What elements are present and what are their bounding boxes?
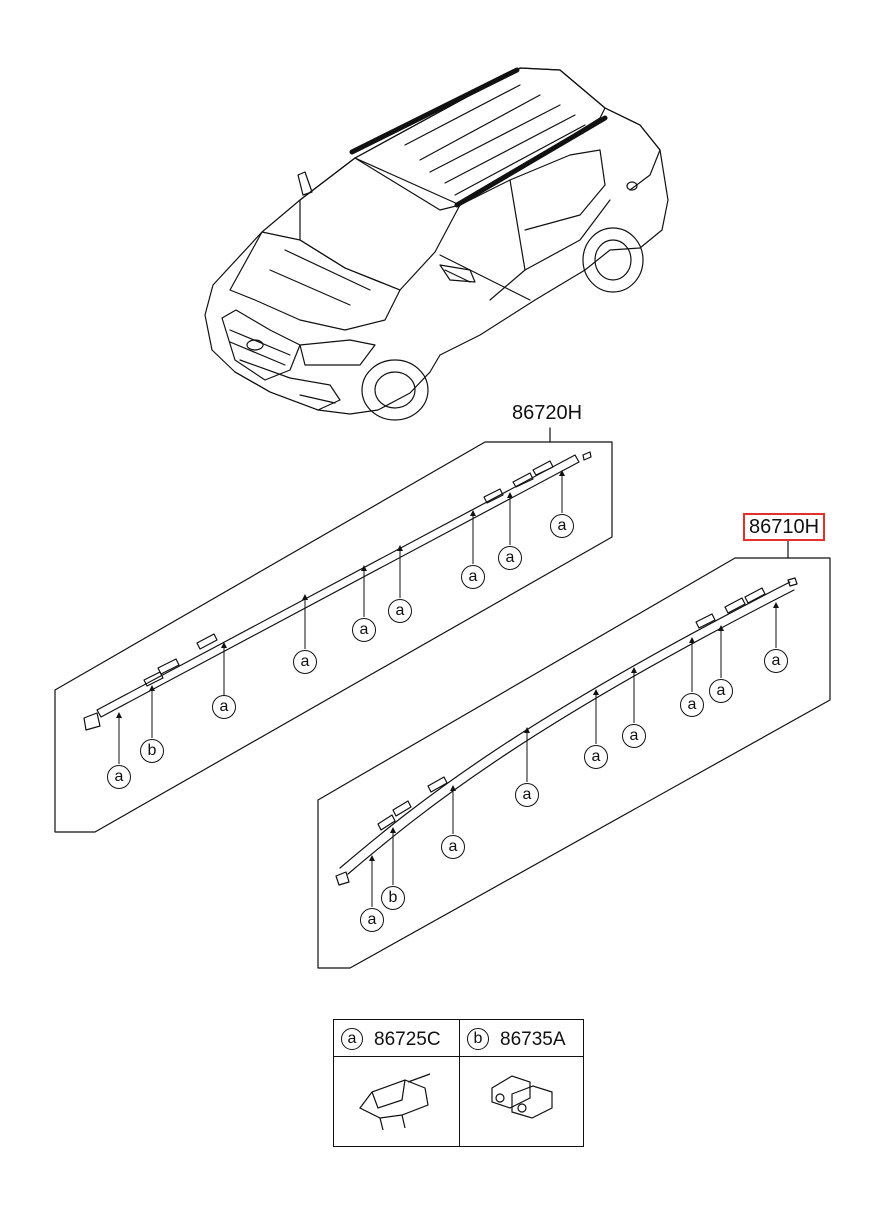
callout-a: a xyxy=(388,599,412,623)
callout-a: a xyxy=(107,765,131,789)
legend-letter-a: a xyxy=(341,1028,363,1050)
parts-legend: a 86725C b 86735A xyxy=(333,1019,584,1147)
callout-a: a xyxy=(293,650,317,674)
legend-letter-b: b xyxy=(467,1028,489,1050)
callout-a: a xyxy=(360,908,384,932)
legend-part-86725C[interactable]: 86725C xyxy=(374,1029,441,1050)
callout-a: a xyxy=(461,565,485,589)
front-rail-frame xyxy=(317,539,831,969)
callout-a: a xyxy=(680,693,704,717)
callout-a: a xyxy=(709,679,733,703)
callout-b: b xyxy=(140,739,164,763)
legend-divider-horizontal xyxy=(334,1056,583,1058)
callout-a: a xyxy=(622,724,646,748)
part-number-86710H[interactable]: 86710H xyxy=(742,513,826,541)
callout-a: a xyxy=(515,783,539,807)
rear-rail-frame xyxy=(54,427,613,833)
legend-divider-vertical xyxy=(459,1020,461,1146)
part-number-86720H[interactable]: 86720H xyxy=(512,402,583,424)
callout-a: a xyxy=(352,618,376,642)
legend-artwork xyxy=(359,1073,553,1131)
callout-a: a xyxy=(441,835,465,859)
callout-a: a xyxy=(498,546,522,570)
leader-arrows xyxy=(116,470,779,907)
callout-a: a xyxy=(550,514,574,538)
callout-a: a xyxy=(584,745,608,769)
callout-b: b xyxy=(381,886,405,910)
callout-a: a xyxy=(212,695,236,719)
callout-a: a xyxy=(764,649,788,673)
vehicle-illustration xyxy=(204,67,669,421)
legend-part-86735A[interactable]: 86735A xyxy=(500,1029,566,1050)
